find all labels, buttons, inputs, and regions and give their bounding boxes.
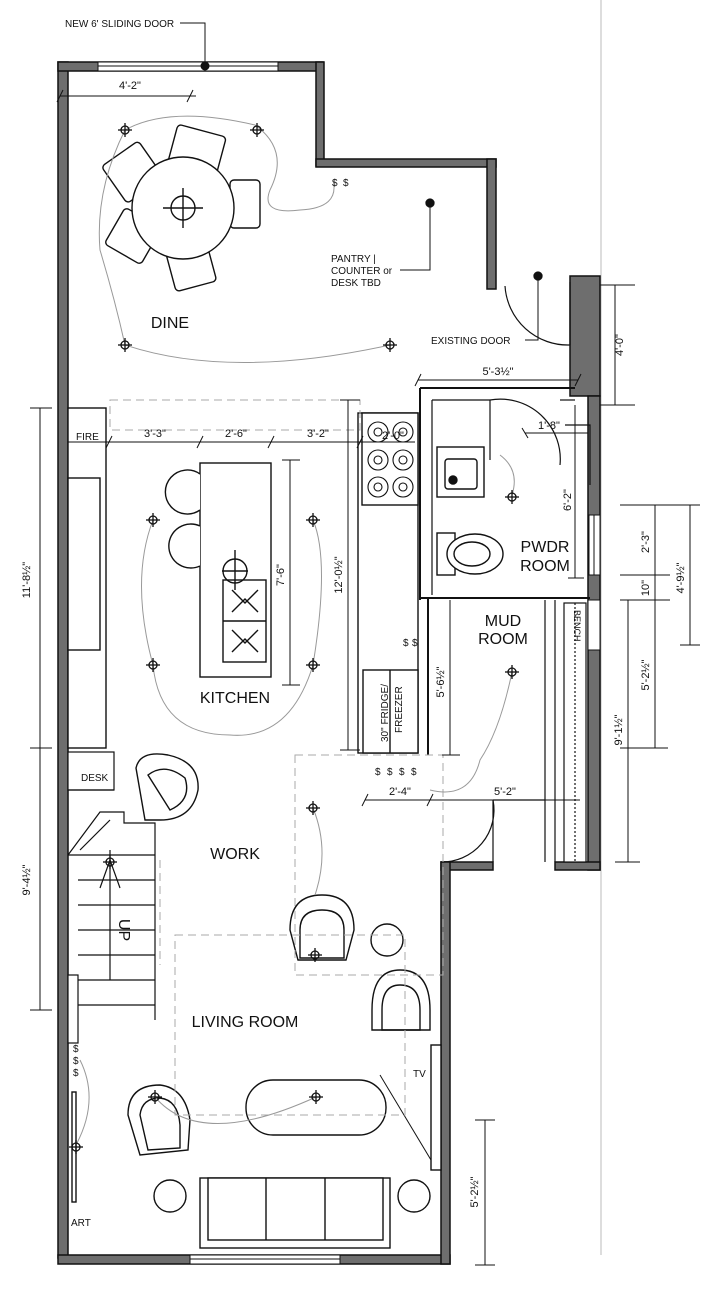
switch-symbol: $	[403, 638, 409, 649]
switch-symbol: $	[73, 1044, 79, 1055]
room-label-work: WORK	[210, 846, 260, 863]
tv-console	[430, 1044, 442, 1171]
rug-outlines	[109, 399, 444, 1116]
coffee-table	[245, 1079, 387, 1136]
dim-text: 5'-3½"	[482, 366, 513, 378]
note-sliding-door: NEW 6' SLIDING DOOR	[65, 19, 174, 30]
dim-text: 5'-2½"	[469, 1176, 481, 1207]
wall-step-horizontal	[315, 158, 497, 168]
room-label-mud-room: ROOM	[478, 631, 528, 648]
room-label-mud: MUD	[485, 613, 521, 630]
mud-bench	[563, 602, 587, 863]
dim-text: 2'-6"	[225, 428, 247, 440]
doors	[440, 282, 571, 863]
dim-text: 12'-0½"	[333, 556, 345, 593]
desk	[67, 751, 115, 791]
side-table	[397, 1179, 431, 1213]
dim-text: 5'-2"	[494, 786, 516, 798]
dimension-lines	[30, 89, 700, 1266]
label-art: ART	[71, 1218, 91, 1229]
wall-step-vertical	[315, 61, 325, 167]
ceiling-lights	[69, 123, 543, 1154]
wall-right-upper	[569, 275, 601, 397]
mud-window	[587, 599, 601, 651]
switch-symbol: $	[399, 767, 405, 778]
dim-text: 9'-1½"	[613, 714, 625, 745]
dim-text: 4'-9½"	[675, 562, 687, 593]
switch-symbol: $	[73, 1056, 79, 1067]
switch-symbol: $	[411, 767, 417, 778]
label-tv: TV	[413, 1069, 426, 1080]
switch-symbol: $	[343, 178, 349, 189]
switch-symbol: $	[387, 767, 393, 778]
interior-walls	[419, 387, 591, 862]
leaders	[180, 22, 539, 341]
wall-left	[57, 61, 69, 1259]
label-fridge: 30" FRIDGE/	[380, 684, 391, 742]
switch-symbol: $	[332, 178, 338, 189]
dim-text: 3'-2"	[307, 428, 329, 440]
switches: $ $ $ $ $ $ $ $ $ $ $	[73, 178, 418, 1079]
switch-symbol: $	[73, 1068, 79, 1079]
existing-door-swing	[504, 285, 571, 346]
dim-text: 6'-2"	[562, 489, 574, 511]
wall-upper-right	[486, 158, 497, 290]
stool	[164, 469, 201, 515]
dim-text: 2'-4"	[389, 786, 411, 798]
side-table	[153, 1179, 187, 1213]
dim-text: 11'-8½"	[21, 562, 33, 598]
dim-text: 9'-4½"	[21, 864, 33, 895]
armchair	[371, 969, 431, 1031]
dim-text: 2'-0"	[382, 430, 404, 442]
range	[361, 412, 419, 506]
label-desk: DESK	[81, 773, 109, 784]
note-pantry: DESK TBD	[331, 278, 381, 289]
armchair	[289, 894, 355, 961]
room-label-kitchen: KITCHEN	[200, 690, 270, 707]
side-table	[370, 923, 404, 957]
dim-text: 7'-6"	[275, 564, 287, 586]
room-label-dine: DINE	[151, 315, 189, 332]
dim-text: 10"	[640, 580, 652, 596]
dim-text: 4'-0"	[614, 334, 626, 356]
dim-text: 2'-3"	[640, 531, 652, 553]
pwdr-door-swing	[489, 398, 561, 466]
label-bench: BENCH	[572, 610, 582, 642]
dining-set	[102, 124, 261, 292]
switch-symbol: $	[412, 638, 418, 649]
dim-text: 5'-2½"	[640, 659, 652, 690]
label-stairs-up: UP	[115, 919, 132, 941]
wiring	[75, 115, 515, 1146]
stool	[168, 523, 201, 569]
room-label-pwdr: PWDR	[521, 539, 570, 556]
dim-text: 4'-2"	[119, 80, 141, 92]
note-pantry: PANTRY |	[331, 254, 376, 265]
note-existing-door: EXISTING DOOR	[431, 336, 510, 347]
openings	[97, 61, 601, 1265]
mud-door-swing	[440, 799, 495, 863]
living-furniture	[71, 753, 442, 1249]
work-chair	[135, 753, 199, 821]
label-fridge: FREEZER	[394, 686, 405, 733]
room-label-pwdr-room: ROOM	[520, 558, 570, 575]
wall-bottom-right	[440, 861, 451, 1265]
note-pantry: COUNTER or	[331, 266, 393, 277]
room-label-living: LIVING ROOM	[192, 1014, 299, 1031]
dim-text: 1'-8"	[538, 420, 560, 432]
dim-text: 5'-6½"	[435, 666, 447, 697]
powder-fixtures	[436, 446, 504, 576]
label-fire: FIRE	[76, 432, 99, 443]
stairs	[67, 751, 156, 1044]
fireplace	[67, 407, 107, 749]
kitchen-fixtures	[164, 412, 419, 754]
switch-symbol: $	[375, 767, 381, 778]
dim-text: 3'-3"	[144, 428, 166, 440]
wall-right-bottom	[554, 861, 601, 871]
